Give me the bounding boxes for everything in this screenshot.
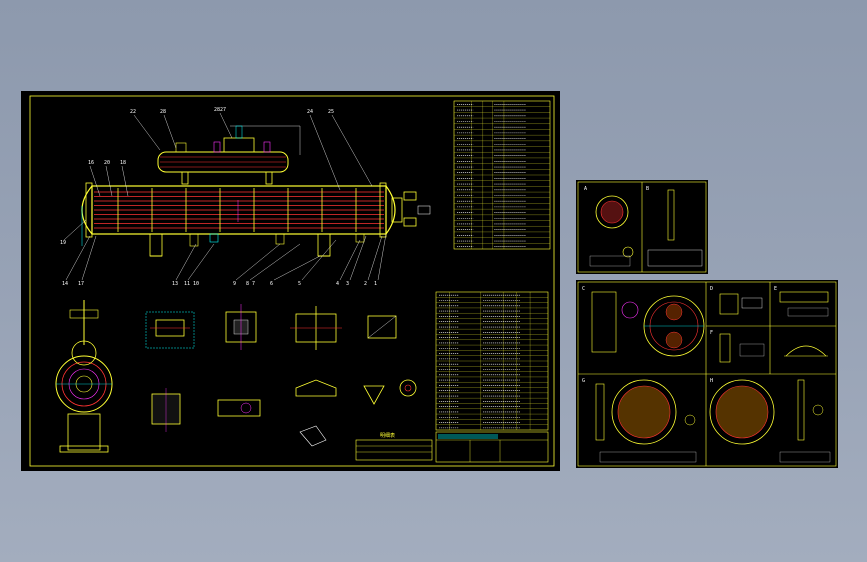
- callouts-top: 22 28 2827 24 25: [130, 107, 334, 115]
- main-sheet-background: [21, 91, 560, 471]
- technical-spec-table: [453, 100, 551, 250]
- end-view-circle: [55, 300, 113, 453]
- callouts-left: 16 20 18 19: [60, 160, 126, 246]
- main-sheet: 22 28 2827 24 25 16 20 18 19 14 17 13 11…: [21, 91, 560, 471]
- callout-text: 2827: [214, 107, 226, 113]
- leader-line: [65, 235, 91, 281]
- leader-line: [121, 165, 129, 197]
- callout-text: 6: [270, 281, 273, 287]
- leader-line: [301, 239, 337, 281]
- upper-drum: [157, 125, 301, 185]
- right-top-sheet: A B: [576, 180, 708, 274]
- leader-line: [89, 165, 101, 197]
- leader-line: [235, 243, 281, 281]
- callout-text: 25: [328, 109, 334, 115]
- callout-text: 2: [364, 281, 367, 287]
- callouts-bottom: 14 17 13 11 10 9 8 7 6 5 4 3 2 1: [62, 281, 377, 287]
- main-exchanger: [81, 182, 431, 257]
- leader-line: [63, 219, 87, 241]
- callout-text: 19: [60, 240, 66, 246]
- main-title-block: 明细表: [355, 431, 549, 463]
- callout-text: 20: [104, 160, 110, 166]
- callout-text: 28: [160, 109, 166, 115]
- leader-line: [105, 165, 113, 197]
- view-label: E: [774, 286, 777, 292]
- baffle-plates: [117, 188, 357, 232]
- callout-text: 22: [130, 109, 136, 115]
- leader-line: [163, 114, 177, 149]
- leader-line: [367, 235, 383, 281]
- callout-text: 24: [307, 109, 313, 115]
- leader-line: [331, 114, 373, 187]
- callout-text: 5: [298, 281, 301, 287]
- view-label: D: [710, 286, 713, 292]
- callout-text: 3: [346, 281, 349, 287]
- view-label: G: [582, 378, 585, 384]
- leader-line: [349, 235, 367, 281]
- leader-line: [273, 255, 321, 281]
- callout-text: 8 7: [246, 281, 255, 287]
- main-sheet-frame: [29, 95, 555, 467]
- callout-text: 1: [374, 281, 377, 287]
- section-views: [145, 304, 417, 447]
- right-bottom-sheet: C D E F G H: [576, 280, 838, 468]
- callout-text: 4: [336, 281, 339, 287]
- leader-line: [377, 233, 387, 281]
- leader-line: [219, 112, 233, 139]
- view-label: A: [584, 186, 587, 192]
- parts-table-title: 明细表: [380, 432, 395, 439]
- leader-lines: [63, 112, 387, 281]
- view-label: C: [582, 286, 585, 292]
- callout-text: 13: [172, 281, 178, 287]
- callout-text: 18: [120, 160, 126, 166]
- leader-line: [249, 243, 301, 281]
- leader-line: [309, 114, 341, 191]
- view-label: F: [710, 330, 713, 336]
- parts-list-table: [435, 291, 549, 431]
- callout-text: 16: [88, 160, 94, 166]
- callout-text: 14: [62, 281, 68, 287]
- leader-line: [175, 243, 197, 281]
- leader-line: [187, 243, 215, 281]
- leader-line: [81, 235, 97, 281]
- callout-text: 9: [233, 281, 236, 287]
- leader-line: [339, 239, 361, 281]
- callout-text: 11 10: [184, 281, 199, 287]
- view-label: B: [646, 186, 649, 192]
- leader-line: [133, 114, 161, 151]
- callout-text: 17: [78, 281, 84, 287]
- view-label: H: [710, 378, 713, 384]
- tube-bundle: [94, 191, 384, 229]
